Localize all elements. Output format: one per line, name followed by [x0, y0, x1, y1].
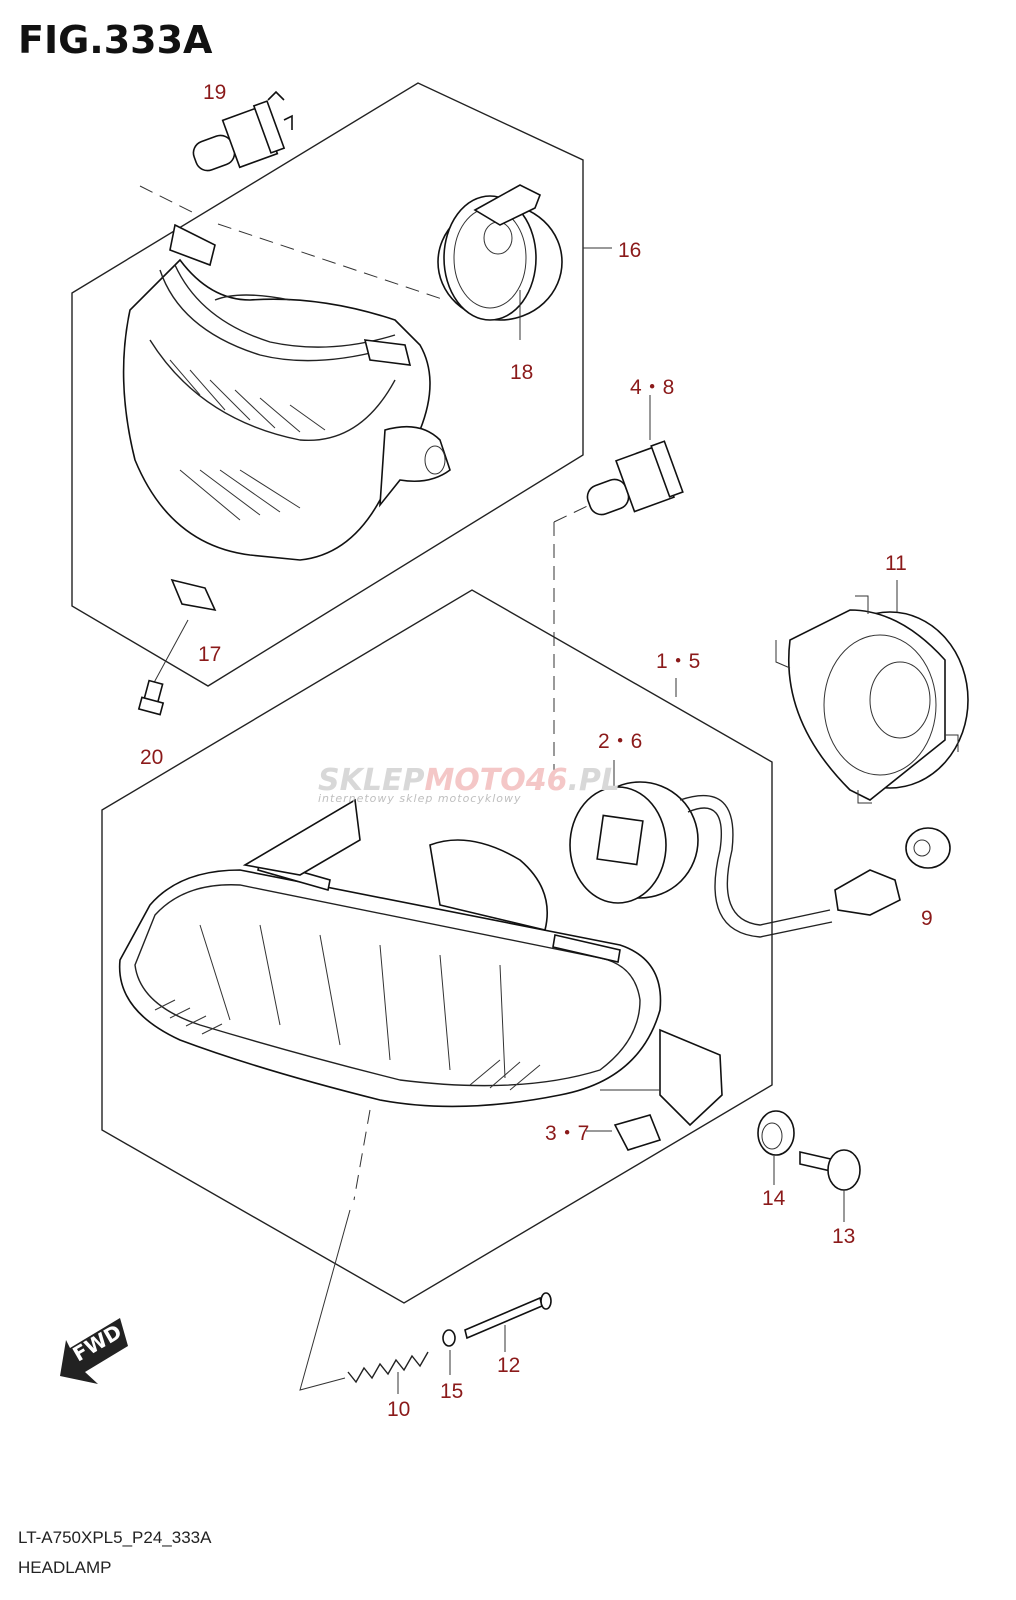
- bulb-19: [192, 90, 293, 172]
- leader-4-8: [553, 499, 601, 790]
- leader-10b: [299, 1209, 351, 1391]
- bolt-13: [799, 1149, 861, 1222]
- watermark: SKLEPMOTO46.PL internetowy sklep motocyk…: [318, 763, 620, 805]
- callout-16: 16: [618, 239, 641, 262]
- headlamp-body-upper: [122, 223, 451, 561]
- callout-13: 13: [832, 1225, 855, 1248]
- callout-18: 18: [510, 361, 533, 384]
- clip-17: [149, 578, 217, 691]
- screw-20: [137, 679, 165, 716]
- callout-12: 12: [497, 1354, 520, 1377]
- callout-15: 15: [440, 1380, 463, 1403]
- grommet-9: [905, 827, 951, 869]
- callout-19: 19: [203, 81, 226, 104]
- socket-cover-16-18: [437, 184, 563, 340]
- washer-15: [442, 1329, 456, 1375]
- callout-4-8: 4・8: [630, 376, 674, 399]
- diagram-name: HEADLAMP: [18, 1558, 112, 1577]
- watermark-a: SKLEP: [318, 763, 424, 798]
- leader-19: [139, 185, 446, 301]
- lower-assembly-outline: [101, 589, 773, 1304]
- svg-text:SKLEPMOTO46.PL: SKLEPMOTO46.PL: [318, 763, 620, 798]
- clip-3-7: [586, 1114, 662, 1151]
- watermark-b: MOTO: [424, 763, 525, 798]
- callout-3-7: 3・7: [545, 1122, 589, 1145]
- callout-2-6: 2・6: [598, 730, 642, 753]
- leader-10: [353, 1109, 371, 1201]
- socket-2-6: [569, 760, 901, 938]
- bulb-4-8: [586, 395, 684, 516]
- upper-assembly-outline: [71, 82, 584, 687]
- watermark-c: 46: [525, 763, 568, 798]
- callout-11: 11: [885, 552, 907, 575]
- figure-title: FIG.333A: [18, 18, 213, 62]
- callout-1-5: 1・5: [656, 650, 700, 673]
- fwd-arrow: FWD: [60, 1318, 128, 1384]
- callout-9: 9: [921, 907, 933, 930]
- grommet-14: [757, 1110, 795, 1185]
- headlamp-body-lower: [118, 798, 723, 1127]
- callout-17: 17: [198, 643, 221, 666]
- callout-10: 10: [387, 1398, 410, 1421]
- screw-12: [464, 1292, 552, 1352]
- callout-20: 20: [140, 746, 163, 769]
- watermark-tagline: internetowy sklep motocyklowy: [318, 792, 522, 805]
- spring-10: [347, 1351, 429, 1394]
- callout-14: 14: [762, 1187, 786, 1210]
- ring-11: [775, 580, 969, 804]
- diagram-code: LT-A750XPL5_P24_333A: [18, 1528, 212, 1547]
- watermark-d: .PL: [568, 763, 621, 798]
